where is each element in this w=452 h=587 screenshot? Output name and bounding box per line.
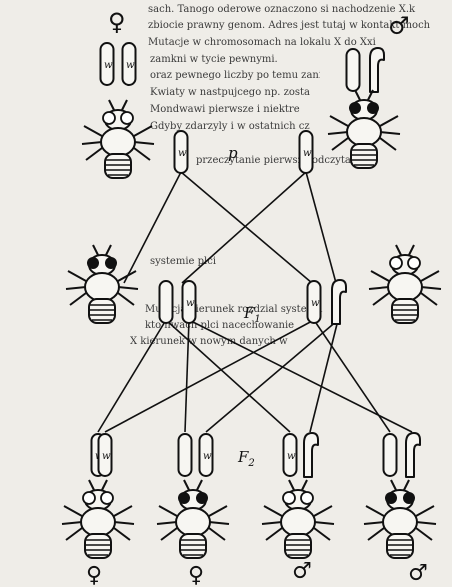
cross-line — [124, 172, 181, 283]
allele-label: w — [311, 298, 320, 309]
f2-chromosomes-3: w — [284, 433, 319, 477]
f1-male-chromosomes: w — [308, 280, 347, 324]
f1-female-chromosomes: w — [160, 281, 196, 323]
f2-chromosomes-1: w w — [92, 434, 112, 476]
female-symbol: ♀ — [188, 563, 204, 587]
chromosome-x — [347, 49, 360, 91]
allele-label: w — [287, 451, 296, 462]
f2-chromosomes-2: w — [179, 434, 213, 476]
allele-label: w — [203, 451, 212, 462]
f2-fly-3 — [262, 480, 334, 558]
cross-lines — [98, 172, 412, 432]
chromosome-x — [179, 434, 192, 476]
cross-line — [314, 320, 390, 432]
chromosome-y — [370, 48, 384, 92]
allele-label: w — [186, 298, 195, 309]
parental-female-chromosomes: w w — [101, 43, 136, 85]
female-symbol: ♀ — [108, 8, 126, 36]
parental-gamete-chromosomes: w w — [175, 131, 313, 173]
generation-label-p: p — [228, 144, 238, 162]
cross-line — [98, 320, 166, 432]
f1-female-fly — [66, 245, 138, 323]
chromosome-y — [304, 433, 318, 477]
male-symbol: ♂ — [388, 12, 410, 40]
generation-label-f2: F2 — [237, 448, 255, 469]
allele-label: w — [104, 60, 113, 71]
parental-female-fly — [82, 100, 154, 178]
allele-label: w — [178, 148, 187, 159]
allele-label: w — [303, 148, 312, 159]
chromosome-y — [332, 280, 346, 324]
f2-fly-1 — [62, 480, 134, 558]
cross-line — [105, 320, 314, 432]
chromosome-y — [406, 433, 420, 477]
f2-fly-2 — [157, 480, 229, 558]
f2-chromosomes-4 — [384, 433, 421, 477]
parental-male-chromosomes — [347, 48, 385, 92]
cross-line — [306, 172, 336, 283]
male-symbol: ♂ — [292, 559, 312, 584]
f2-fly-4 — [364, 480, 436, 558]
allele-label: w — [102, 451, 111, 462]
parental-male-fly — [328, 90, 400, 168]
f1-male-fly — [369, 245, 441, 323]
allele-label: w — [126, 60, 135, 71]
chromosome-x — [384, 434, 397, 476]
cross-line — [310, 320, 338, 432]
chromosome-x — [160, 281, 173, 323]
generation-label-f1: F1 — [243, 304, 261, 325]
female-symbol: ♀ — [86, 563, 102, 587]
male-symbol: ♂ — [408, 561, 428, 586]
